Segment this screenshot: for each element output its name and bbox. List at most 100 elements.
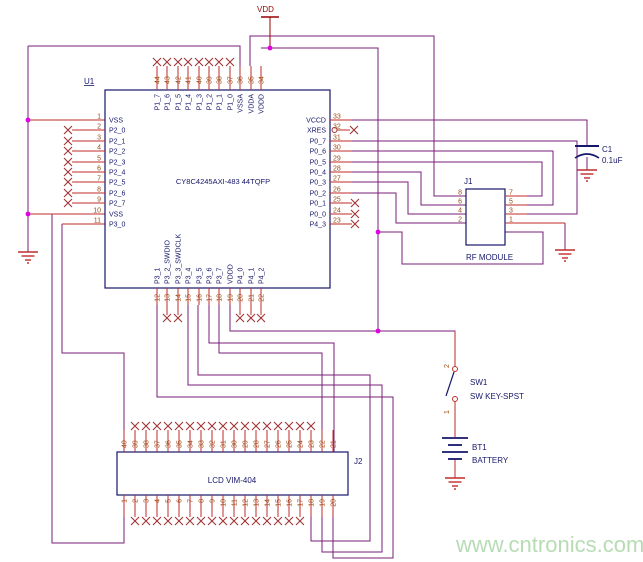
pin-number: 6 <box>177 499 184 503</box>
pin-number: 12 <box>243 499 250 507</box>
nc-x-mark <box>251 516 261 526</box>
nc-x-mark <box>235 313 245 323</box>
pin-number: 26 <box>276 440 283 448</box>
labels: U1 CY8C4245AXI-483 44TQFP J1 RF MODULE J… <box>84 5 623 485</box>
nc-x-mark <box>306 421 316 431</box>
pin-number: 41 <box>186 76 193 84</box>
nc-x-mark <box>173 313 183 323</box>
vdd-symbol <box>261 16 279 48</box>
pin-number: 39 <box>133 440 140 448</box>
pin-number: 36 <box>238 76 245 84</box>
pin-number: 7 <box>509 190 513 197</box>
pin-name: P1_0 <box>228 94 235 110</box>
nc-x-mark <box>295 421 305 431</box>
nc-x-mark <box>251 421 261 431</box>
pin-name: P3_6 <box>207 268 214 284</box>
pin-name: P2_0 <box>109 128 125 135</box>
nc-x-mark <box>162 313 172 323</box>
pin-name: P2_7 <box>109 201 125 208</box>
pin-number: 32 <box>333 124 341 131</box>
pin-name: P4_2 <box>259 268 266 284</box>
pin-number: 29 <box>243 440 250 448</box>
nc-x-mark <box>163 516 173 526</box>
nc-x-mark <box>63 125 73 135</box>
junction-dot <box>267 45 273 51</box>
pin-number: 35 <box>249 76 256 84</box>
nc-x-mark <box>240 516 250 526</box>
pin-name: VSS <box>109 118 123 125</box>
pin-number: 33 <box>333 114 341 121</box>
sw1-ref: SW1 <box>470 378 488 387</box>
pin-number: 28 <box>333 166 341 173</box>
nc-x-mark <box>141 516 151 526</box>
nc-x-mark <box>207 516 217 526</box>
pin-number: 11 <box>232 499 239 506</box>
pin-number: 4 <box>97 145 101 152</box>
pin-number: 18 <box>217 294 224 302</box>
c1-ref: C1 <box>602 145 613 154</box>
nc-x-mark <box>141 421 151 431</box>
pin-number: 23 <box>333 218 341 225</box>
nc-x-mark <box>262 516 272 526</box>
pin-name: P0_2 <box>310 191 326 198</box>
pin-name: P1_4 <box>186 94 193 110</box>
ground-icon <box>555 249 575 262</box>
pin-name: P0_1 <box>310 201 326 208</box>
pin-number: 31 <box>221 440 228 448</box>
pin-name: P3_1 <box>155 268 162 284</box>
pin-number: 43 <box>165 76 172 84</box>
pin-number: 6 <box>458 199 462 206</box>
watermark-text: www.cntronics.com <box>455 532 643 557</box>
j1-ref: J1 <box>464 177 473 186</box>
junction-dot <box>375 229 381 235</box>
pin-number: 22 <box>320 440 327 448</box>
pin-number: 12 <box>155 294 162 302</box>
pin-number: 4 <box>155 499 162 503</box>
sw1-pin1-number: 1 <box>444 410 451 414</box>
pin-number: 6 <box>97 166 101 173</box>
nc-x-mark <box>162 57 172 67</box>
pin-number: 11 <box>94 218 101 225</box>
nc-x-mark <box>130 421 140 431</box>
nc-x-mark <box>284 421 294 431</box>
pin-name: P2_4 <box>109 170 125 177</box>
pin-number: 29 <box>333 156 341 163</box>
nc-x-mark <box>63 157 73 167</box>
c1-value: 0.1uF <box>602 156 623 165</box>
nc-x-mark <box>240 421 250 431</box>
pin-number: 20 <box>238 294 245 302</box>
pin-number: 3 <box>97 135 101 142</box>
pin-number: 25 <box>287 440 294 448</box>
pin-name: P0_0 <box>310 212 326 219</box>
pin-number: 1 <box>509 217 513 224</box>
pin-number: 30 <box>232 440 239 448</box>
pin-number: 7 <box>97 176 101 183</box>
wire-nets <box>27 35 588 559</box>
pin-number: 34 <box>188 440 195 448</box>
pin-number: 19 <box>320 499 327 507</box>
nc-x-mark <box>152 516 162 526</box>
pin-number: 37 <box>228 76 235 84</box>
pin-name: VSS <box>109 212 123 219</box>
pin-number: 5 <box>509 199 513 206</box>
pin-number: 23 <box>309 440 316 448</box>
pin-number: 24 <box>333 208 341 215</box>
pin-name: P2_6 <box>109 191 125 198</box>
nc-x-mark <box>350 209 360 219</box>
pin-name: P3_7 <box>217 268 224 284</box>
junction-dot <box>375 328 381 334</box>
pin-number: 20 <box>331 499 338 507</box>
pin-number: 42 <box>176 76 183 84</box>
nc-x-mark <box>273 421 283 431</box>
pin-number: 8 <box>199 499 206 503</box>
pin-number: 13 <box>254 499 261 507</box>
nc-x-mark <box>183 57 193 67</box>
pin-number: 21 <box>331 440 338 448</box>
nc-x-mark <box>194 57 204 67</box>
nc-x-mark <box>229 421 239 431</box>
pin-number: 19 <box>228 294 235 302</box>
pin-name: VSSA <box>238 94 245 113</box>
nc-x-mark <box>63 188 73 198</box>
junction-dots <box>25 45 381 334</box>
nc-x-mark <box>63 167 73 177</box>
